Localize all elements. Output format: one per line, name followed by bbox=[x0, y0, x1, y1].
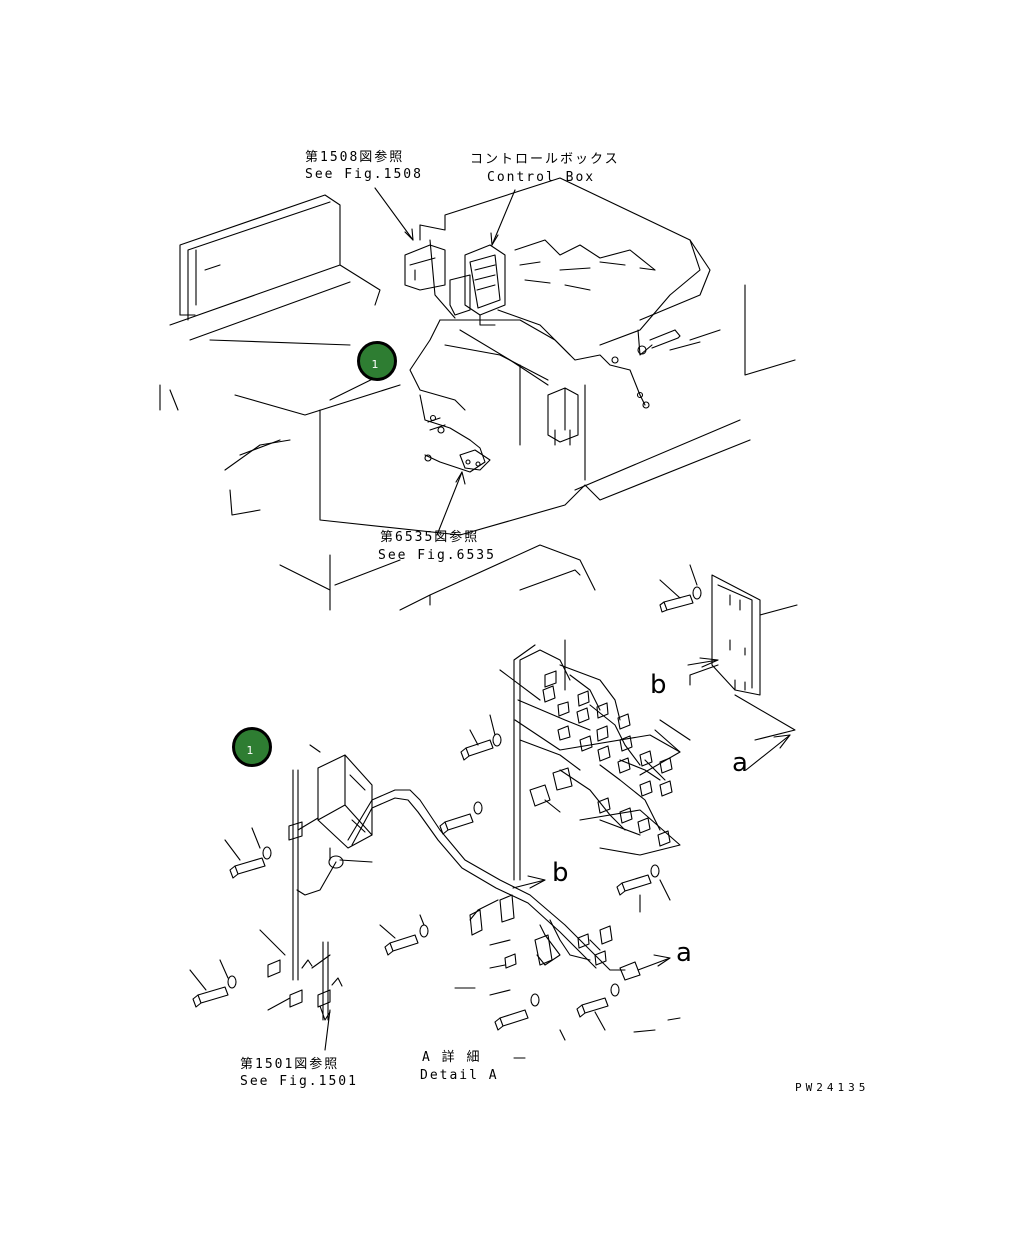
bolts bbox=[190, 565, 701, 1030]
label-control-box-en: Control Box bbox=[487, 170, 596, 185]
label-fig6535-jp: 第6535図参照 bbox=[380, 530, 480, 545]
harness-lower bbox=[297, 645, 665, 970]
label-fig1501-en: See Fig.1501 bbox=[240, 1074, 358, 1089]
bracket-fig1508 bbox=[405, 245, 445, 290]
label-fig6535-en: See Fig.6535 bbox=[378, 548, 496, 563]
control-box[interactable] bbox=[450, 245, 505, 325]
leader-lines-upper bbox=[330, 188, 515, 535]
harness-upper bbox=[410, 240, 680, 472]
callout-1-upper[interactable]: 1 bbox=[357, 341, 397, 381]
view-letter-b-top: b bbox=[650, 670, 667, 700]
label-fig1501-jp: 第1501図参照 bbox=[240, 1057, 340, 1072]
label-control-box-jp: コントロールボックス bbox=[470, 152, 620, 167]
label-fig1508-en: See Fig.1508 bbox=[305, 167, 423, 182]
label-detail-a-en: Detail A bbox=[420, 1068, 499, 1083]
machine-outline bbox=[160, 178, 795, 610]
view-arrows bbox=[513, 658, 790, 970]
connectors-lower bbox=[455, 671, 672, 995]
callout-1-lower[interactable]: 1 bbox=[232, 727, 272, 767]
relay-box-upper bbox=[548, 388, 578, 445]
drawing-code: PW24135 bbox=[795, 1081, 870, 1094]
label-detail-a-jp: A 詳 細 bbox=[422, 1050, 482, 1065]
view-letter-a-mid: a bbox=[676, 938, 692, 968]
view-letter-b-mid: b bbox=[552, 858, 569, 888]
callout-number: 1 bbox=[246, 743, 254, 757]
leader-lines-lower bbox=[320, 640, 690, 1058]
clip-rails bbox=[260, 770, 342, 1020]
callout-number: 1 bbox=[371, 357, 379, 371]
label-fig1508-jp: 第1508図参照 bbox=[305, 150, 405, 165]
control-box-lower[interactable] bbox=[310, 745, 372, 868]
view-letter-a-top: a bbox=[732, 748, 748, 778]
mounting-plate bbox=[690, 575, 797, 740]
